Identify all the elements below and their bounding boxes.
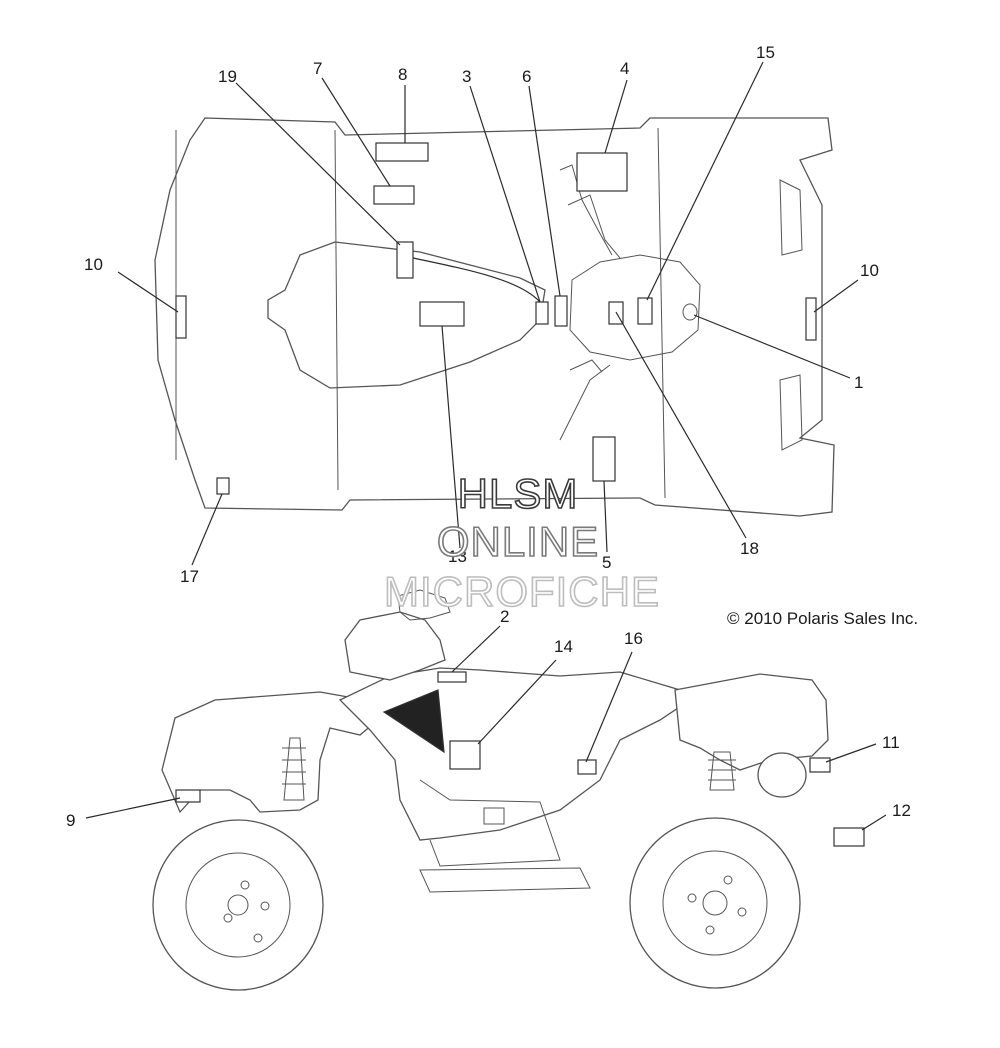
callout-7: 7 <box>313 59 322 78</box>
top-view-leaders <box>117 61 859 566</box>
callout-3: 3 <box>462 67 471 86</box>
decal-17 <box>216 477 230 495</box>
decal-12 <box>833 827 865 847</box>
callout-labels: 1 2 3 4 5 6 7 8 9 10 10 11 12 13 14 15 1… <box>66 43 911 830</box>
callout-11: 11 <box>882 733 900 752</box>
copyright-text: © 2010 Polaris Sales Inc. <box>727 609 918 628</box>
callout-5: 5 <box>602 553 611 572</box>
decal-13 <box>419 301 465 327</box>
atv-top-view <box>154 117 835 517</box>
callout-17: 17 <box>180 567 199 586</box>
watermark-line-3: MICROFICHE <box>384 568 660 615</box>
decal-7 <box>373 185 415 205</box>
decal-6 <box>554 295 568 327</box>
decal-2 <box>437 671 467 683</box>
callout-12: 12 <box>892 801 911 820</box>
decal-3 <box>535 301 549 325</box>
callout-1: 1 <box>854 373 863 392</box>
callout-4: 4 <box>620 59 629 78</box>
side-triangle-panel <box>382 689 445 754</box>
decal-11 <box>809 757 831 773</box>
callout-8: 8 <box>398 65 407 84</box>
top-view-decals <box>175 142 817 495</box>
watermark-line-1: HLSM <box>458 470 579 517</box>
callout-18: 18 <box>740 539 759 558</box>
decal-15 <box>637 297 653 325</box>
watermark: HLSM ONLINE MICROFICHE <box>383 469 660 616</box>
atv-side-view <box>152 589 829 991</box>
decal-14 <box>449 740 481 770</box>
decal-9 <box>175 789 201 803</box>
callout-16: 16 <box>624 629 643 648</box>
decal-10-left <box>175 295 187 339</box>
decal-16 <box>577 759 597 775</box>
callout-6: 6 <box>522 67 531 86</box>
decal-8 <box>375 142 429 162</box>
callout-14: 14 <box>554 637 573 656</box>
decal-5 <box>592 436 616 482</box>
decal-10-right <box>805 297 817 341</box>
decal-4 <box>576 152 628 192</box>
callout-9: 9 <box>66 811 75 830</box>
callout-15: 15 <box>756 43 775 62</box>
watermark-line-2: ONLINE <box>437 518 599 565</box>
side-view-decals <box>175 671 865 847</box>
side-view-leaders <box>85 625 887 831</box>
decal-19 <box>396 241 414 279</box>
callout-2: 2 <box>500 607 509 626</box>
callout-13: 13 <box>448 547 467 566</box>
callout-10-left: 10 <box>84 255 103 274</box>
callout-19: 19 <box>218 67 237 86</box>
callout-10-right: 10 <box>860 261 879 280</box>
